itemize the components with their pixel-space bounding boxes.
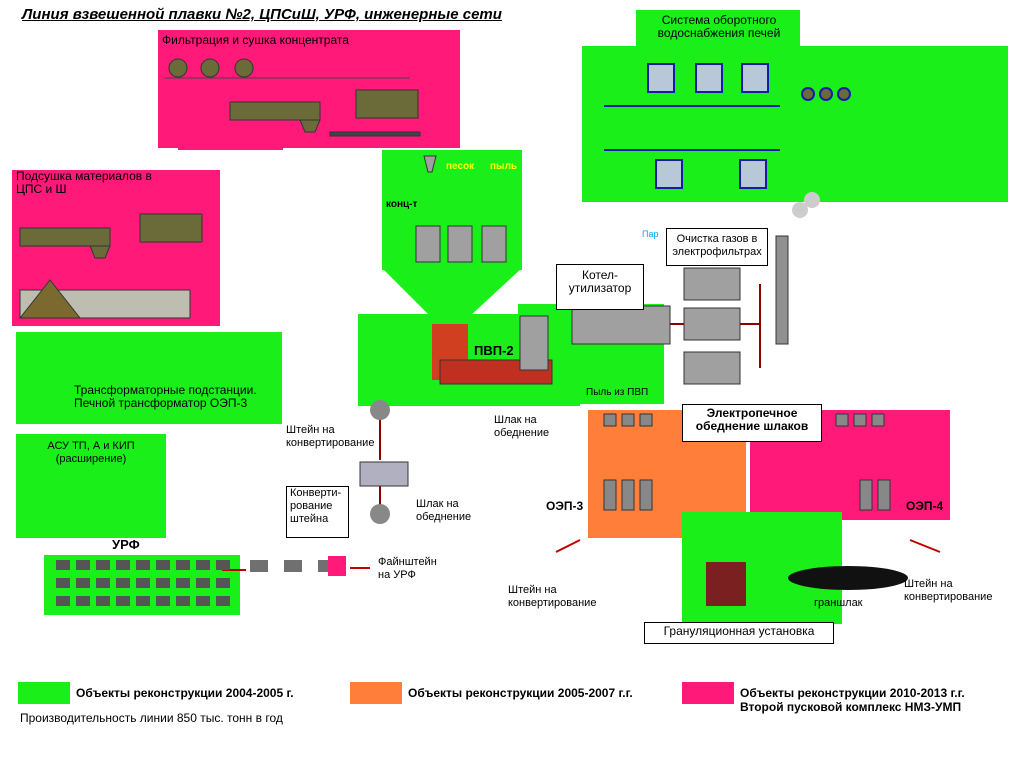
- water-units: [604, 63, 851, 189]
- conc-label: конц-т: [386, 199, 418, 210]
- gas-cleaning-label: Очистка газов в электрофильтрах: [666, 228, 768, 266]
- boiler-units: [571, 235, 789, 385]
- oep-electrodes: [603, 413, 891, 511]
- slag-dep-2-label: Шлак на обеднение: [416, 498, 472, 523]
- transformer-zone: [16, 332, 282, 424]
- legend-label-green: Объекты реконструкции 2004-2005 г.: [76, 686, 294, 700]
- hoppers: [415, 155, 507, 263]
- urf-grid: [56, 560, 230, 606]
- matte-conv-1-label: Штейн на конвертирование: [286, 424, 375, 449]
- page-title: Линия взвешенной плавки №2, ЦПСиШ, УРФ, …: [22, 6, 502, 23]
- granslag-label: граншлак: [814, 597, 863, 609]
- granulation-equipment: [706, 562, 908, 606]
- matte-conv-2-label: Штейн на конвертирование: [508, 584, 597, 609]
- legend-label-orange: Объекты реконструкции 2005-2007 г.г.: [408, 686, 633, 700]
- matte-conv-3-label: Штейн на конвертирование: [904, 578, 993, 603]
- asu-label: АСУ ТП, А и КИП (расширение): [47, 440, 135, 465]
- converter: [359, 400, 409, 524]
- sand-label: песок: [446, 161, 475, 172]
- urf-ladles: [250, 556, 346, 576]
- converting-label: Конверти-рование штейна: [286, 486, 349, 538]
- granulation-label: Грануляционная установка: [644, 622, 834, 644]
- fine-matte-label: Файнштейн на УРФ: [378, 556, 437, 581]
- drying-label: Подсушка материалов в ЦПС и Ш: [16, 169, 152, 196]
- pvp-furnace: [432, 315, 553, 385]
- legend-label-magenta: Объекты реконструкции 2010-2013 г.г. Вто…: [740, 686, 965, 714]
- water-label: Система оборотного водоснабжения печей: [657, 13, 781, 40]
- filtration-extension: [178, 138, 283, 150]
- legend-swatch-orange: [350, 682, 402, 704]
- urf-label: УРФ: [112, 537, 140, 552]
- slag-dep-1-label: Шлак на обеднение: [494, 414, 550, 439]
- water-title-zone: [636, 10, 800, 50]
- capacity-footer: Производительность линии 850 тыс. тонн в…: [20, 711, 283, 725]
- dust-pvp-label: Пыль из ПВП: [586, 387, 649, 398]
- asu-zone: [16, 434, 166, 538]
- dust-label: пыль: [490, 161, 518, 172]
- oep3-label: ОЭП-3: [546, 499, 584, 513]
- transformers-label: Трансформаторные подстанции. Печной тран…: [74, 383, 257, 410]
- legend-swatch-green: [18, 682, 70, 704]
- oep4-label: ОЭП-4: [906, 499, 944, 513]
- pvp-label: ПВП-2: [474, 343, 514, 358]
- legend-swatch-magenta: [682, 682, 734, 704]
- boiler-label: Котел-утилизатор: [556, 264, 644, 310]
- filtration-label: Фильтрация и сушка концентрата: [162, 33, 349, 47]
- filter-units: [165, 58, 421, 137]
- slag-depletion-label: Электропечное обеднение шлаков: [682, 404, 822, 442]
- drying-units: [18, 213, 203, 319]
- steam-label: Пар: [642, 229, 659, 239]
